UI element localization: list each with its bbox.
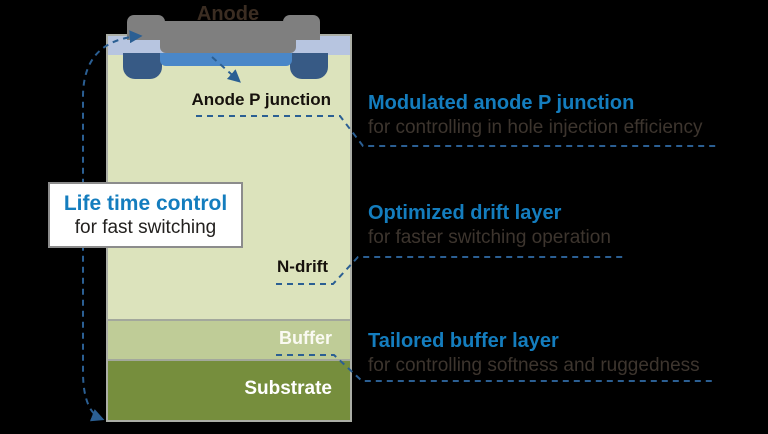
p-well-right xyxy=(290,53,328,79)
annotation-anode-p-junction: Modulated anode P junction for controlli… xyxy=(368,92,740,141)
anode-label: Anode xyxy=(196,3,260,25)
buffer-label: Buffer xyxy=(279,328,332,348)
p-well-left xyxy=(123,53,162,79)
annotation-drift-subtitle: for faster switching operation xyxy=(368,227,611,248)
annotation-buffer-title: Tailored buffer layer xyxy=(368,330,559,352)
anode-electrode-right-tab xyxy=(283,15,320,40)
lifetime-control-title: Life time control xyxy=(63,191,228,215)
anode-p-junction-label: Anode P junction xyxy=(191,90,331,109)
annotation-drift-layer: Optimized drift layer for faster switchi… xyxy=(368,202,740,251)
n-drift-label: N-drift xyxy=(277,257,328,276)
annotation-anode-subtitle: for controlling in hole injection effici… xyxy=(368,117,703,138)
substrate-label: Substrate xyxy=(244,378,332,399)
anode-electrode-center xyxy=(160,21,296,53)
annotation-drift-title: Optimized drift layer xyxy=(368,202,562,224)
annotation-buffer-layer: Tailored buffer layer for controlling so… xyxy=(368,330,740,379)
annotation-buffer-subtitle: for controlling softness and ruggedness xyxy=(368,355,700,376)
anode-p-junction-region xyxy=(160,53,292,66)
lifetime-control-callout: Life time control for fast switching xyxy=(48,182,243,248)
lifetime-control-subtitle: for fast switching xyxy=(74,217,217,239)
annotation-anode-title: Modulated anode P junction xyxy=(368,92,635,114)
